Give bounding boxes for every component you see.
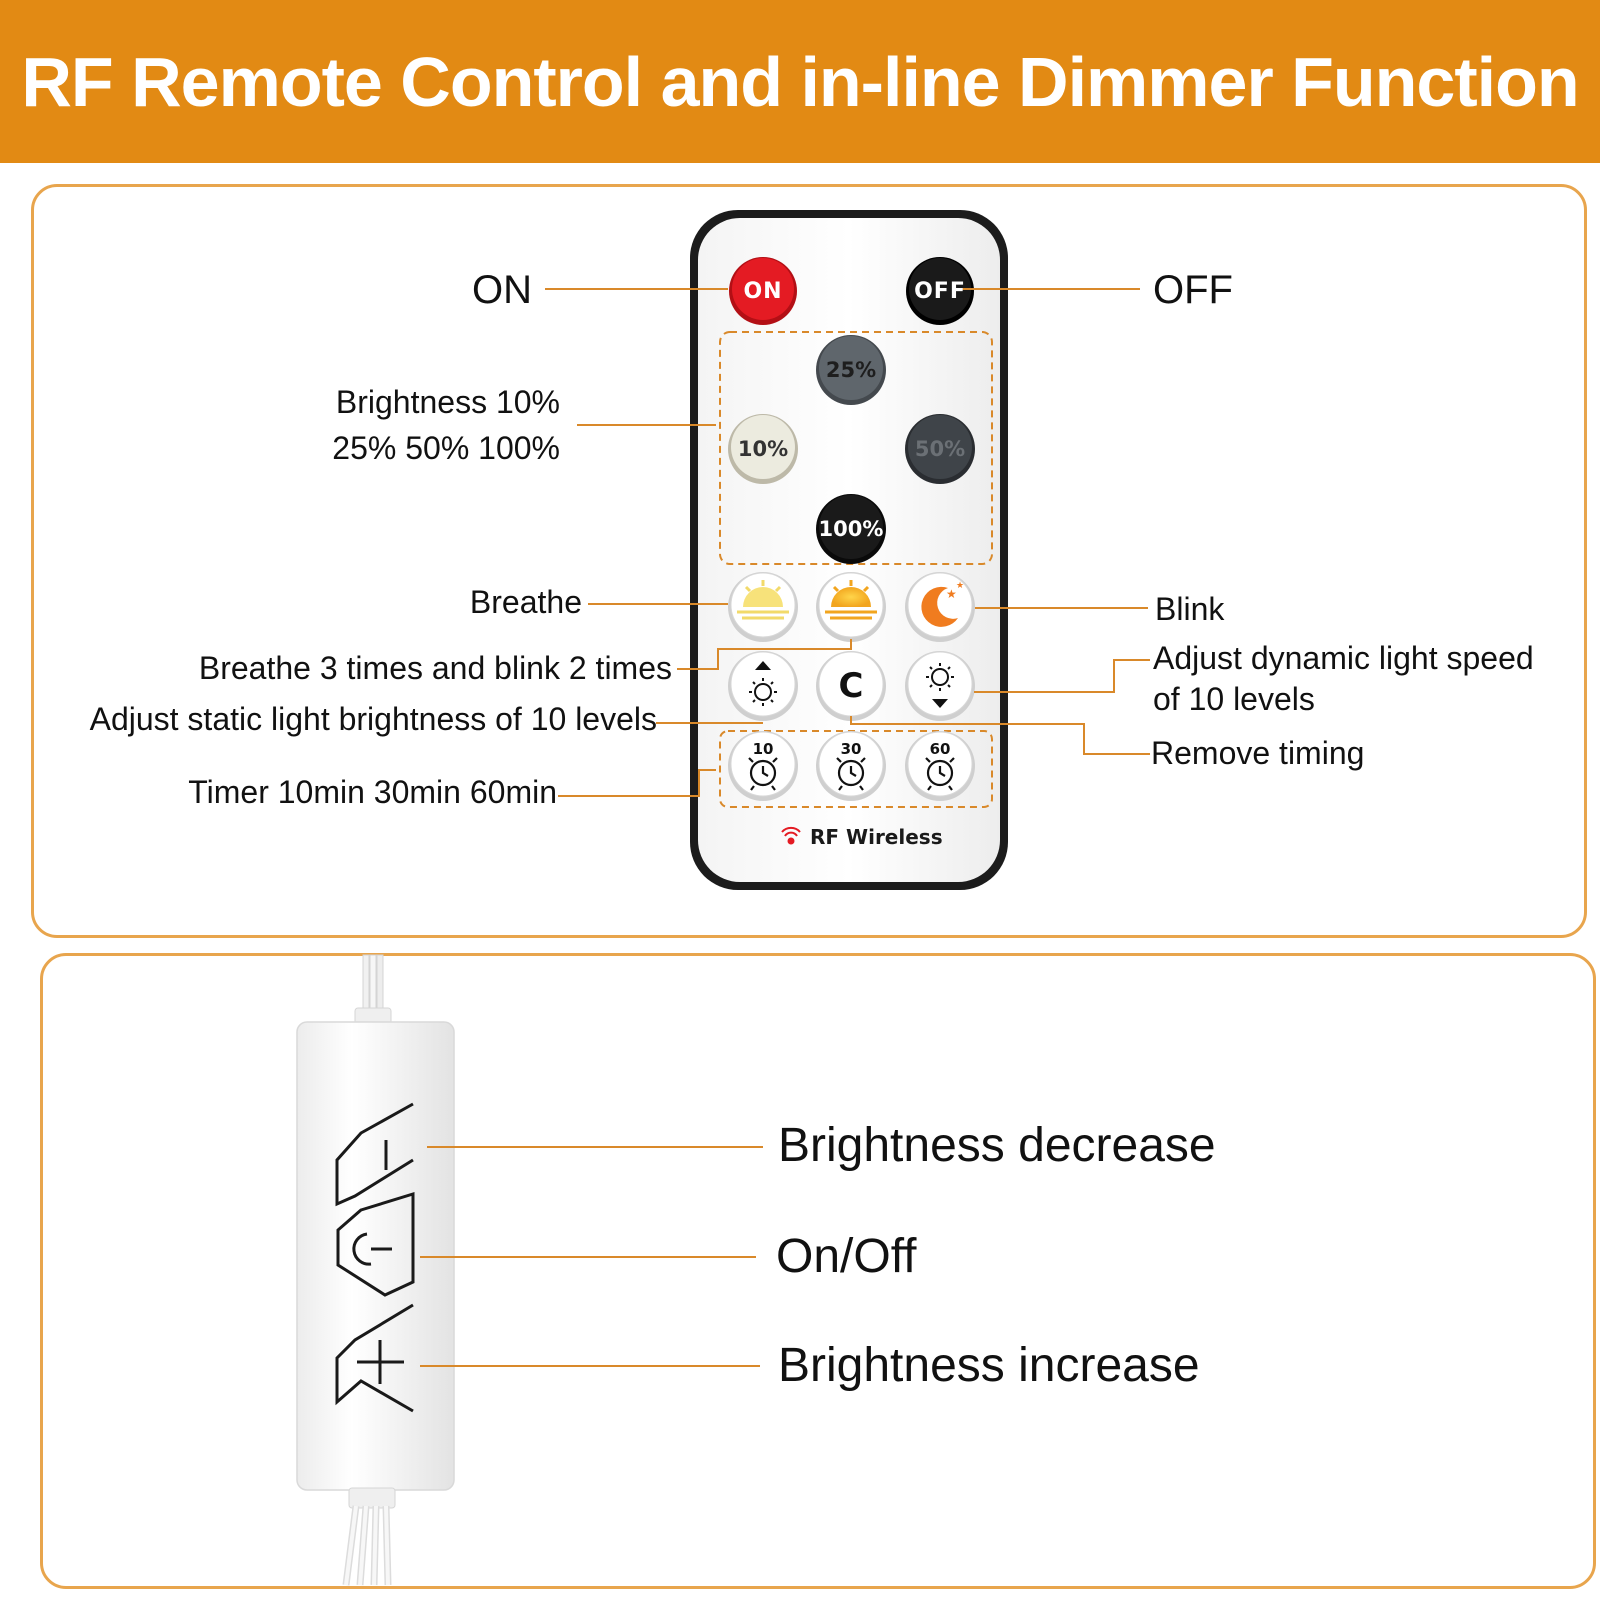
label-timer: Timer 10min 30min 60min (188, 774, 557, 810)
label-remove-timing: Remove timing (1151, 735, 1365, 771)
rf-wireless-label: RF Wireless (810, 825, 943, 849)
page-title: RF Remote Control and in-line Dimmer Fun… (21, 42, 1579, 121)
breathe-sun-icon (737, 580, 789, 620)
brightness-100-label: 100% (819, 517, 884, 541)
speed-down-icon (926, 663, 954, 708)
brightness-50-label: 50% (915, 437, 965, 461)
timer-30-button[interactable] (816, 731, 886, 801)
label-on: ON (472, 268, 532, 312)
label-brightness-decrease: Brightness decrease (778, 1119, 1216, 1172)
timer-60-label: 60 (930, 740, 951, 758)
brightness-10-label: 10% (738, 437, 788, 461)
brightness-25-button[interactable] (816, 335, 886, 405)
svg-text:★: ★ (956, 581, 964, 591)
off-button-label: OFF (914, 279, 966, 304)
timer-30-label: 30 (841, 740, 862, 758)
callout-lines (545, 288, 1150, 797)
moon-icon: ★ ★ (921, 581, 964, 627)
brightness-25-label: 25% (826, 358, 876, 382)
dimmer-buttons-outline (335, 1102, 415, 1413)
brightness-10-button[interactable] (728, 414, 798, 484)
timer-10-label: 10 (753, 740, 774, 758)
inline-dimmer (296, 954, 455, 1586)
clear-label: C (839, 666, 864, 706)
brightness-100-button[interactable] (816, 494, 886, 564)
label-dynamic-1: Adjust dynamic light speed (1153, 640, 1534, 676)
svg-text:★: ★ (946, 587, 957, 601)
on-button[interactable] (729, 257, 797, 325)
off-button[interactable] (906, 257, 974, 325)
label-blink: Blink (1155, 591, 1225, 627)
timer-group (719, 730, 993, 808)
label-dynamic-2: of 10 levels (1153, 681, 1315, 717)
label-breathe: Breathe (469, 584, 582, 620)
power-icon (352, 1232, 392, 1266)
label-breathe-blink: Breathe 3 times and blink 2 times (198, 650, 672, 686)
plus-icon (357, 1340, 404, 1384)
label-brightness-2: 25% 50% 100% (332, 430, 560, 466)
brightness-up-icon (749, 661, 777, 706)
breathe-blink-sun-icon (825, 580, 877, 620)
rf-wireless-icon (781, 826, 801, 845)
label-brightness-increase: Brightness increase (778, 1339, 1200, 1392)
label-static-brightness: Adjust static light brightness of 10 lev… (89, 701, 657, 737)
alarm-clock-icon (748, 757, 955, 791)
blink-button[interactable] (905, 572, 975, 642)
title-banner: RF Remote Control and in-line Dimmer Fun… (0, 0, 1600, 163)
dimmer-callout-lines (420, 1146, 763, 1367)
brightness-50-button[interactable] (905, 414, 975, 484)
label-on-off: On/Off (776, 1230, 917, 1283)
clear-timing-button[interactable] (816, 651, 886, 721)
on-button-label: ON (743, 279, 782, 304)
brightness-group (719, 331, 993, 565)
label-off: OFF (1153, 268, 1233, 312)
label-brightness-1: Brightness 10% (335, 384, 560, 420)
